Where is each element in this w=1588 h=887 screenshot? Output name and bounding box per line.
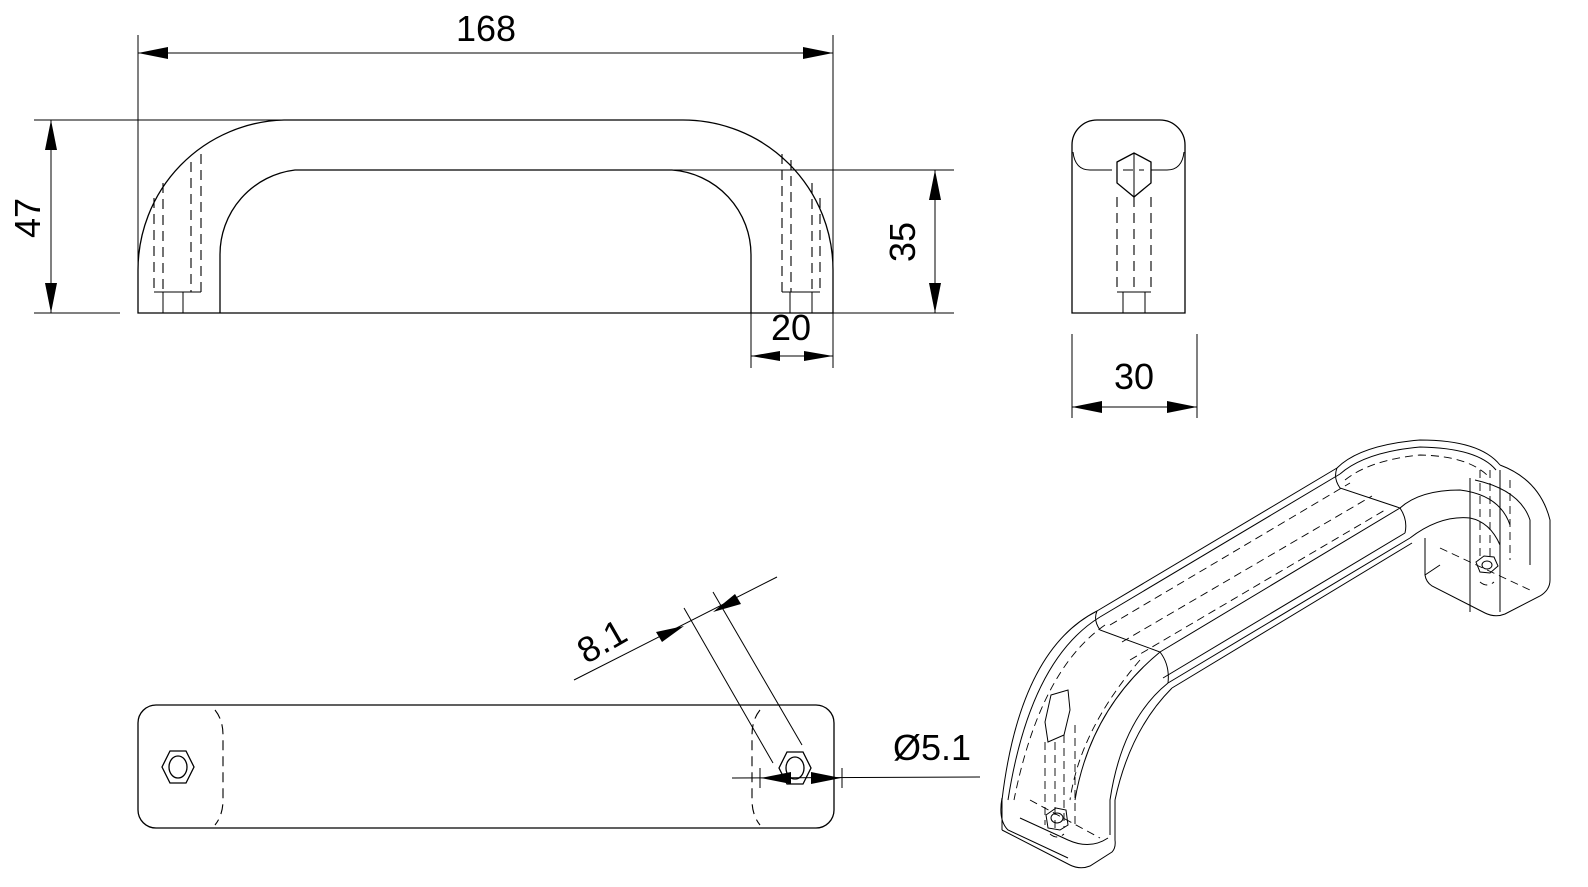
dimension-label-168: 168 [456,8,516,49]
dimension-label-30: 30 [1114,356,1154,397]
dimension-168: 168 [137,8,834,313]
dimension-label-20: 20 [771,307,811,348]
left-insert-hidden [153,154,202,313]
isometric-view [1000,439,1551,869]
dimension-label-47: 47 [7,198,48,238]
left-hex-nut [161,750,195,784]
dimension-35: 35 [672,169,954,314]
dimension-label-35: 35 [882,222,923,262]
dimension-label-diameter: Ø5.1 [893,727,971,768]
dimension-20: 20 [750,307,834,368]
side-view [1071,119,1186,314]
dimension-label-8-1: 8.1 [570,611,634,672]
top-view [137,704,835,829]
dimension-8-1: 8.1 [570,576,803,764]
right-insert-hidden [781,154,821,313]
front-view [137,119,834,314]
dimension-diameter-5-1: Ø5.1 [731,727,981,788]
dimension-30: 30 [1071,334,1198,418]
right-hex-nut [778,751,812,785]
dimension-47: 47 [7,119,284,314]
